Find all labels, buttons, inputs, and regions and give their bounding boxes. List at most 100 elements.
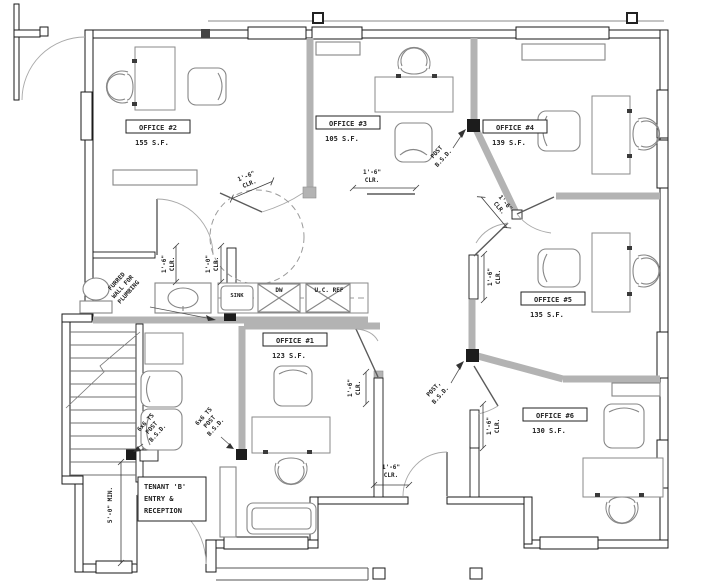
svg-text:CLR.: CLR. xyxy=(169,257,176,271)
office1-shelf xyxy=(219,466,237,538)
porch-post xyxy=(372,567,386,580)
dim-entry-min: 5'-0" MIN. xyxy=(107,458,125,567)
svg-text:CLR.: CLR. xyxy=(355,381,362,395)
office4-area: 139 S.F. xyxy=(492,139,526,147)
office6-desk xyxy=(582,457,664,498)
office4-task-chair xyxy=(632,117,661,151)
office2-armchair xyxy=(187,67,227,106)
porch-post xyxy=(469,567,483,580)
reception-chair-1 xyxy=(140,370,183,408)
office2-task-chair xyxy=(105,70,134,104)
dim-office2-door: 1'-6" CLR. xyxy=(229,170,275,203)
dim-office6-door: 1'-6" CLR. xyxy=(479,400,501,452)
structural-posts xyxy=(126,119,480,460)
sink-label: SINK xyxy=(230,293,244,299)
office2-label: OFFICE #2 xyxy=(139,124,177,132)
office2-furniture xyxy=(105,46,227,186)
office6-label: OFFICE #6 xyxy=(536,412,574,420)
office1-label: OFFICE #1 xyxy=(276,337,314,345)
office5-task-chair xyxy=(632,254,661,288)
office2-desk xyxy=(134,46,176,111)
canopy-line xyxy=(201,12,664,38)
office1-sofa xyxy=(246,502,317,535)
office1-task-chair xyxy=(274,457,308,486)
svg-text:CLR.: CLR. xyxy=(365,177,379,184)
post-note-se: POST, B.S.D. xyxy=(425,380,450,405)
exterior-entry-door xyxy=(21,36,86,101)
office5-desk xyxy=(591,232,631,313)
office6-credenza xyxy=(611,382,661,397)
stair-break-line xyxy=(65,331,141,409)
office3-task-chair xyxy=(397,46,431,75)
turning-circle xyxy=(209,189,305,285)
office2-door-leaf xyxy=(219,192,263,213)
dim-kitchen-clr-10: 1'-0" CLR. xyxy=(205,242,225,286)
svg-text:1'-6": 1'-6" xyxy=(161,255,168,273)
office5-door-leaf xyxy=(473,222,509,257)
office3-furniture xyxy=(315,41,454,163)
office1-armchair xyxy=(273,365,313,407)
office1-area: 123 S.F. xyxy=(272,352,306,360)
dim-porch-door: 1'-6" CLR. xyxy=(370,464,413,489)
office1-east-wall xyxy=(373,377,384,498)
reception-furniture xyxy=(140,332,184,451)
office5-label: OFFICE #5 xyxy=(534,296,572,304)
toilet-tank xyxy=(79,300,113,314)
post-se xyxy=(466,349,479,362)
svg-text:1'-6": 1'-6" xyxy=(382,464,400,471)
stairs xyxy=(65,331,141,476)
reception-label-line3: RECEPTION xyxy=(144,507,182,515)
office1-desk xyxy=(251,416,331,454)
canopy-post xyxy=(626,12,638,24)
reception-table xyxy=(144,332,184,365)
office4-credenza xyxy=(521,43,606,61)
bathroom xyxy=(79,277,212,314)
office6-task-chair xyxy=(605,496,639,525)
svg-text:CLR.: CLR. xyxy=(495,270,502,284)
office5-armchair xyxy=(537,248,581,288)
office5-area: 135 S.F. xyxy=(530,311,564,319)
svg-text:1'-6": 1'-6" xyxy=(486,417,493,435)
office6-armchair xyxy=(603,403,645,449)
furred-wall-note: FURRED WALL FOR PLUMBING xyxy=(107,271,141,305)
dim-kitchen-clr-16: 1'-6" CLR. xyxy=(161,242,180,286)
svg-text:CLR.: CLR. xyxy=(213,257,220,271)
office3-area: 105 S.F. xyxy=(325,135,359,143)
svg-text:1'-0": 1'-0" xyxy=(205,255,212,273)
office6-furniture xyxy=(582,382,664,525)
office5-furniture xyxy=(537,232,661,313)
svg-text:1'-6": 1'-6" xyxy=(363,169,381,176)
post-ne xyxy=(467,119,480,132)
reception-label-line2: ENTRY & xyxy=(144,495,174,503)
office6-door-leaf xyxy=(473,365,499,407)
ts-post-east xyxy=(236,449,247,460)
office1-furniture xyxy=(219,365,331,538)
dim-office1-door: 1'-6" CLR. xyxy=(347,368,370,408)
dishwasher-label: DW xyxy=(275,287,283,294)
dim-office3-door: 1'-6" CLR. xyxy=(349,169,420,192)
reception-label-line1: TENANT 'B' xyxy=(144,483,186,491)
kitchenette: SINK DW U.C. REF xyxy=(217,282,369,314)
dim-office5-door: 1'-6" CLR. xyxy=(480,250,502,304)
bath-wall xyxy=(92,251,156,259)
office4-label: OFFICE #4 xyxy=(496,124,534,132)
office2-area: 155 S.F. xyxy=(135,139,169,147)
svg-text:1'-6": 1'-6" xyxy=(347,379,354,397)
wall-post xyxy=(201,29,210,38)
office1-door-leaf xyxy=(355,328,379,378)
toilet-bowl xyxy=(82,277,110,301)
office3-desk xyxy=(374,76,454,113)
refrigerator-label: U.C. REF xyxy=(315,287,344,294)
svg-text:1'-6": 1'-6" xyxy=(487,268,494,286)
room-labels: OFFICE #2 155 S.F. OFFICE #3 105 S.F. OF… xyxy=(125,115,588,522)
svg-text:5'-0" MIN.: 5'-0" MIN. xyxy=(107,487,114,523)
office4-desk xyxy=(591,95,631,175)
office6-area: 130 S.F. xyxy=(532,427,566,435)
lavatory-sink xyxy=(167,287,199,309)
svg-text:CLR.: CLR. xyxy=(494,419,501,433)
ts-post-note-east: 6x6 TS POST B.S.D. xyxy=(194,406,226,438)
office4-door-leaf xyxy=(516,196,555,215)
ts-post-west xyxy=(126,449,137,460)
